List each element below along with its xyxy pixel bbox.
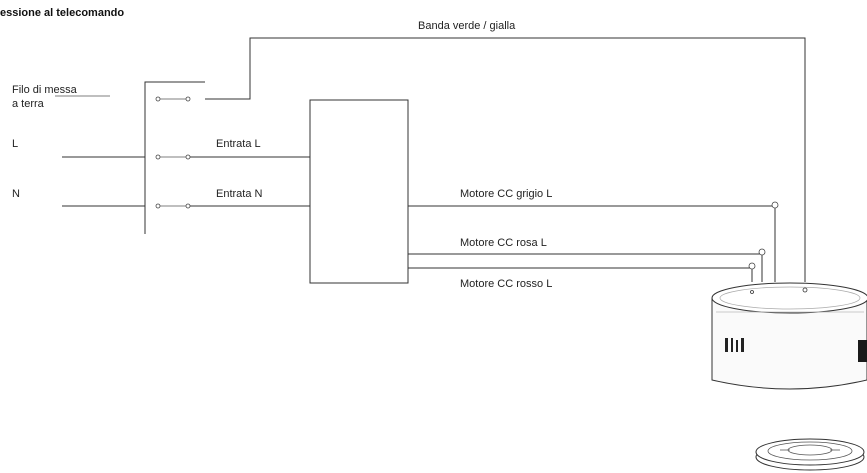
neutral-label: N [12, 188, 20, 200]
input-n-label: Entrata N [216, 188, 263, 200]
live-terminal [155, 154, 191, 160]
motor-red-label: Motore CC rosso L [460, 278, 552, 290]
motor-grey-label: Motore CC grigio L [460, 188, 552, 200]
motor-pink-label: Motore CC rosa L [460, 237, 547, 249]
neutral-terminal [155, 203, 191, 209]
live-label: L [12, 138, 18, 150]
motor-red-terminal [748, 262, 756, 270]
motor-pink-terminal [758, 248, 766, 256]
receiver-box [309, 99, 409, 284]
input-l-label: Entrata L [216, 138, 261, 150]
diagram-title: essione al telecomando [0, 7, 124, 19]
motor-grey-terminal [771, 201, 779, 209]
earth-band-wire [205, 37, 806, 282]
earth-wire-label: Filo di messa [12, 84, 78, 96]
earth-wire-label-2: a terra [12, 98, 45, 110]
terminal-block-left [144, 81, 205, 234]
earth-terminal [155, 96, 191, 102]
motor-unit-icon [711, 282, 867, 390]
ceiling-base-icon [755, 438, 865, 471]
band-label: Banda verde / gialla [418, 20, 516, 32]
